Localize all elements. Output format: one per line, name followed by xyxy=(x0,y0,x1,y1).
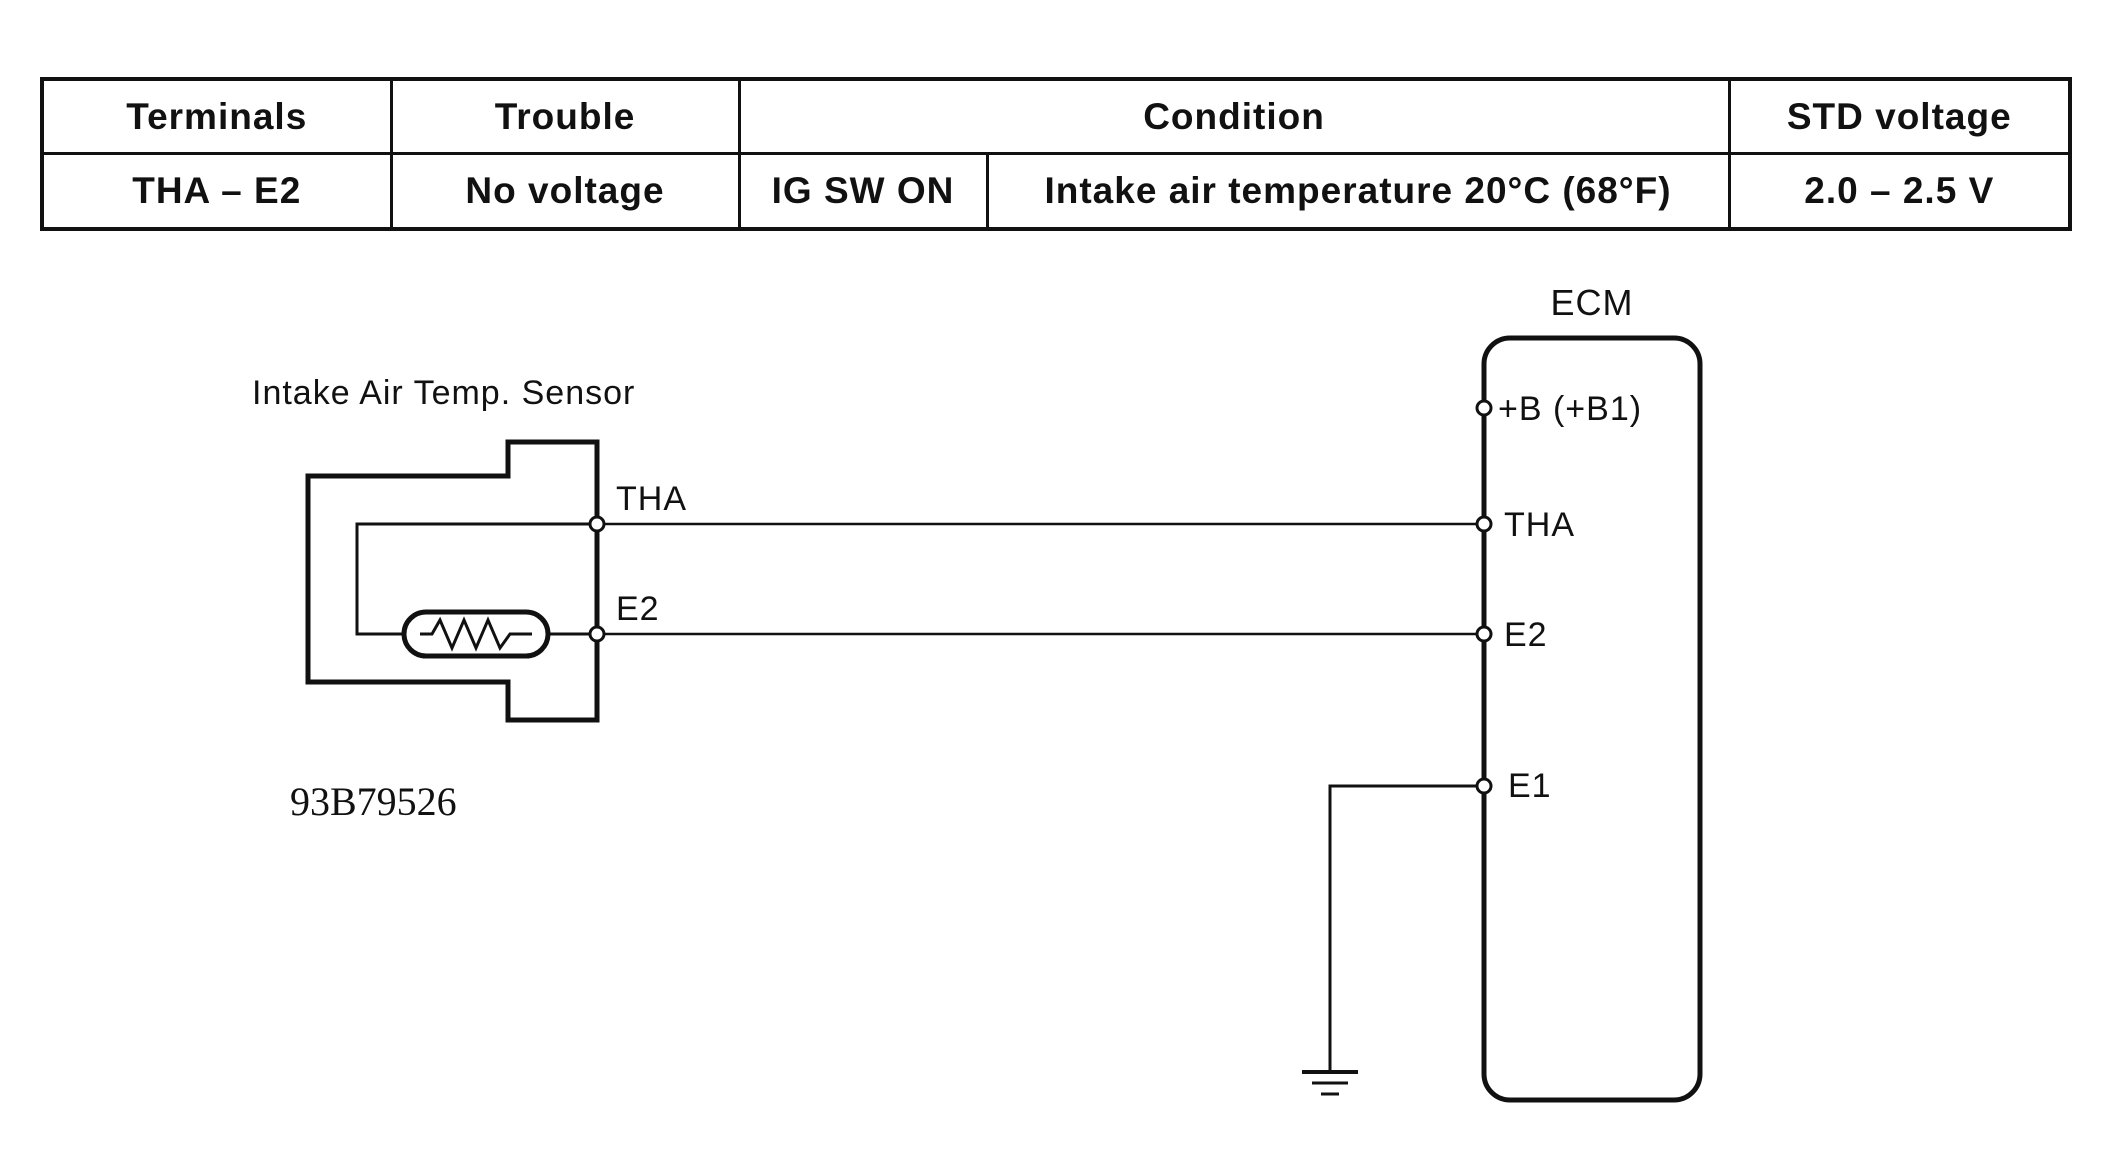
cell-condition-switch: IG SW ON xyxy=(737,152,989,231)
header-condition: Condition xyxy=(737,77,1731,155)
ecm-terminal-e1 xyxy=(1475,777,1493,795)
thermistor-zigzag xyxy=(420,616,532,652)
cell-condition-detail: Intake air temperature 20°C (68°F) xyxy=(985,152,1731,231)
ecm-terminal-plus-b-label: +B (+B1) xyxy=(1498,390,1642,428)
sensor-terminal-e2 xyxy=(588,625,606,643)
table-header-row: Terminals Trouble Condition STD voltage xyxy=(40,77,2073,155)
ecm-terminal-e1-label: E1 xyxy=(1508,767,1552,805)
ecm-box xyxy=(1481,335,1703,1103)
ground-icon xyxy=(1302,1070,1358,1096)
sensor-housing xyxy=(305,439,600,723)
sensor-terminal-tha-label: THA xyxy=(616,480,687,518)
header-trouble: Trouble xyxy=(389,77,741,155)
sensor-terminal-e2-label: E2 xyxy=(616,590,660,628)
header-terminals: Terminals xyxy=(40,77,393,155)
sensor-internal-wire xyxy=(355,522,597,636)
sensor-label: Intake Air Temp. Sensor xyxy=(252,374,635,412)
ecm-terminal-plus-b xyxy=(1475,399,1493,417)
voltage-spec-table: Terminals Trouble Condition STD voltage … xyxy=(40,77,2073,231)
figure-code: 93B79526 xyxy=(290,779,457,824)
ecm-terminal-tha-label: THA xyxy=(1504,506,1575,544)
wire-e1-ground xyxy=(1328,784,1484,1072)
cell-std-voltage: 2.0 – 2.5 V xyxy=(1727,152,2073,231)
cell-terminals: THA – E2 xyxy=(40,152,393,231)
header-std-voltage: STD voltage xyxy=(1727,77,2073,155)
sensor-terminal-tha xyxy=(588,515,606,533)
ecm-terminal-tha xyxy=(1475,515,1493,533)
table-row: THA – E2 No voltage IG SW ON Intake air … xyxy=(40,152,2073,231)
ecm-terminal-e2-label: E2 xyxy=(1504,616,1548,654)
ecm-label: ECM xyxy=(1551,282,1634,323)
ecm-terminal-e2 xyxy=(1475,625,1493,643)
cell-trouble: No voltage xyxy=(389,152,741,231)
